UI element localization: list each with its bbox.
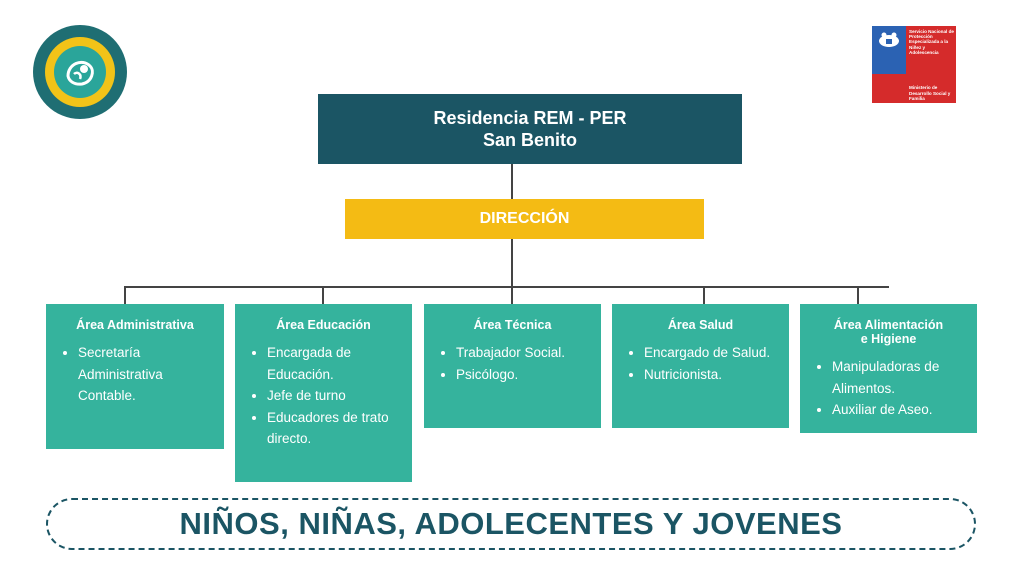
government-badge: Servicio Nacional de Protección Especial… <box>872 26 956 103</box>
area-item-list: Encargado de Salud. Nutricionista. <box>622 342 779 385</box>
residence-title-line2: San Benito <box>482 130 577 150</box>
banner-text: NIÑOS, NIÑAS, ADOLECENTES Y JOVENES <box>179 506 843 541</box>
area-item-list: Manipuladoras de Alimentos. Auxiliar de … <box>810 356 967 421</box>
direccion-box: DIRECCIÓN <box>345 199 704 239</box>
area-item-list: Encargada de Educación. Jefe de turno Ed… <box>245 342 402 450</box>
area-item: Secretaría Administrativa Contable. <box>78 342 214 407</box>
coat-of-arms-icon <box>879 32 899 47</box>
area-item-list: Trabajador Social. Psicólogo. <box>434 342 591 385</box>
area-item: Encargada de Educación. <box>267 342 402 385</box>
connector-to-area-4 <box>703 286 705 304</box>
area-salud-box: Área Salud Encargado de Salud. Nutricion… <box>612 304 789 428</box>
direccion-label: DIRECCIÓN <box>479 210 570 227</box>
connector-title-to-direccion <box>511 164 513 199</box>
connector-horizontal-bus <box>124 286 889 288</box>
connector-direccion-to-bus <box>511 239 513 286</box>
area-title-line2: e Higiene <box>860 332 917 346</box>
connector-to-area-1 <box>124 286 126 304</box>
gov-ministry-name: Ministerio de Desarrollo Social y Famili… <box>909 85 951 101</box>
area-alimentacion-box: Área Alimentación e Higiene Manipuladora… <box>800 304 977 433</box>
area-tecnica-box: Área Técnica Trabajador Social. Psicólog… <box>424 304 601 428</box>
area-title: Área Técnica <box>473 318 552 332</box>
area-item: Educadores de trato directo. <box>267 407 402 450</box>
connector-to-area-3 <box>511 286 513 304</box>
family-embrace-icon <box>66 60 94 86</box>
area-item: Encargado de Salud. <box>644 342 779 364</box>
area-title: Área Salud <box>667 318 734 332</box>
area-administrativa-box: Área Administrativa Secretaría Administr… <box>46 304 224 449</box>
area-item: Jefe de turno <box>267 385 402 407</box>
gov-service-name: Servicio Nacional de Protección Especial… <box>909 29 954 55</box>
area-item-list: Secretaría Administrativa Contable. <box>56 342 214 407</box>
area-educacion-box: Área Educación Encargada de Educación. J… <box>235 304 412 482</box>
area-item: Psicólogo. <box>456 364 591 386</box>
target-population-banner: NIÑOS, NIÑAS, ADOLECENTES Y JOVENES <box>46 498 976 550</box>
area-item: Trabajador Social. <box>456 342 591 364</box>
residence-title-box: Residencia REM - PER San Benito <box>318 94 742 164</box>
area-item: Nutricionista. <box>644 364 779 386</box>
area-item: Manipuladoras de Alimentos. <box>832 356 967 399</box>
connector-to-area-2 <box>322 286 324 304</box>
organization-logo <box>33 25 127 119</box>
connector-to-area-5 <box>857 286 859 304</box>
residence-title-line1: Residencia REM - PER <box>433 108 627 128</box>
area-title: Área Administrativa <box>76 318 194 332</box>
area-title: Área Educación <box>276 318 371 332</box>
area-item: Auxiliar de Aseo. <box>832 399 967 421</box>
area-title: Área Alimentación e Higiene <box>810 318 967 346</box>
area-title-line1: Área Alimentación <box>833 318 944 332</box>
